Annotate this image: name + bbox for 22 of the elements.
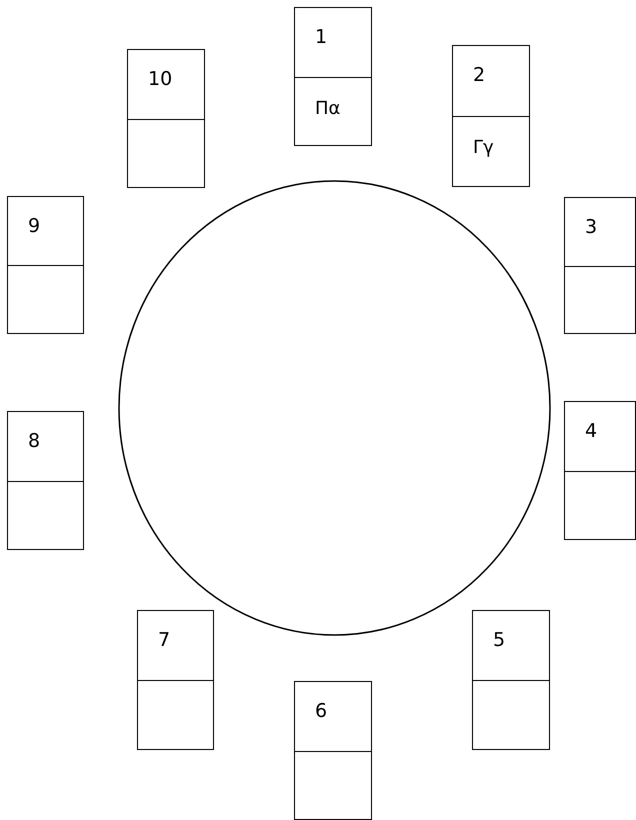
seat-number: 3 (585, 216, 598, 238)
seat-number: 8 (28, 430, 40, 452)
seat-card (7, 411, 84, 550)
seat-card (452, 45, 530, 187)
seat-number: 9 (28, 215, 40, 237)
seat-number: 10 (148, 68, 172, 90)
seat-number: 2 (473, 64, 486, 86)
seat-card (137, 610, 214, 750)
seat-number: 6 (315, 700, 328, 722)
seat-number: 4 (585, 420, 598, 442)
seat-card (564, 197, 636, 334)
seat-card (7, 196, 84, 334)
seat-card (127, 49, 205, 188)
seat-card (294, 7, 372, 146)
seat-card (294, 681, 372, 820)
seat-number: 7 (158, 629, 170, 651)
guest-name: Γγ (473, 137, 494, 158)
seat-card (564, 401, 636, 540)
guest-name: Πα (315, 98, 340, 118)
seat-number: 5 (493, 629, 506, 651)
seat-number: 1 (315, 26, 328, 48)
seat-card (472, 610, 550, 750)
